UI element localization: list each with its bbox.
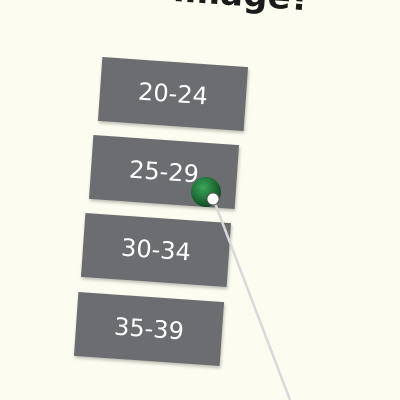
pointer-tip-dot — [206, 192, 220, 206]
laser-pointer-beam — [211, 197, 292, 400]
